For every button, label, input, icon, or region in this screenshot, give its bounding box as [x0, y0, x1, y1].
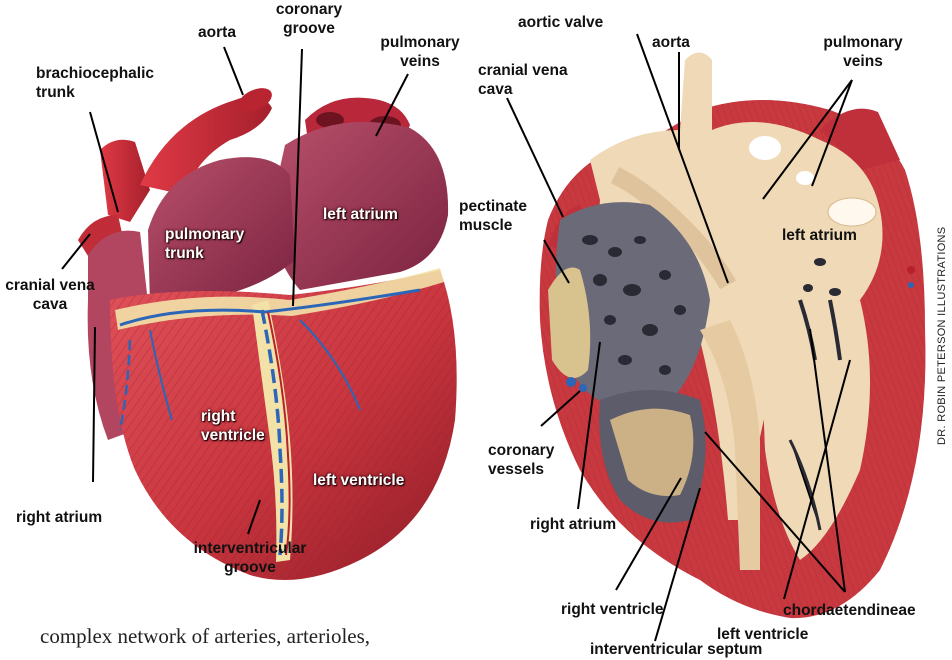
article-body-text: complex network of arteries, arterioles, — [40, 621, 510, 651]
label-pulmonary-veins-left: pulmonary veins — [380, 33, 459, 71]
label-coronary-vessels: coronary vessels — [488, 441, 554, 479]
label-left-ventricle-left: left ventricle — [313, 471, 404, 490]
label-aorta-left: aorta — [198, 23, 236, 42]
external-heart-drawing — [78, 83, 457, 580]
label-pectinate-muscle: pectinate muscle — [459, 197, 527, 235]
illustration-credit: DR. ROBIN PETERSON ILLUSTRATIONS — [936, 227, 948, 445]
label-cranial-vena-cava-left: cranial vena cava — [5, 276, 95, 314]
label-cranial-vena-cava-right: cranial vena cava — [478, 61, 568, 99]
label-interventricular-septum: interventricular septum — [590, 640, 762, 659]
label-pulmonary-trunk: pulmonary trunk — [165, 225, 244, 263]
label-chordaetendineae: chordaetendineae — [783, 601, 916, 620]
label-pulmonary-veins-right: pulmonary veins — [823, 33, 902, 71]
label-right-ventricle-right: right ventricle — [561, 600, 664, 619]
label-aortic-valve: aortic valve — [518, 13, 603, 32]
label-right-ventricle-left: right ventricle — [201, 407, 265, 445]
label-coronary-groove: coronary groove — [276, 0, 342, 38]
label-interventricular-groove: interventricular groove — [194, 539, 307, 577]
label-right-atrium-left: right atrium — [16, 508, 102, 527]
label-left-atrium-left: left atrium — [323, 205, 398, 224]
label-left-atrium-right: left atrium — [782, 226, 857, 245]
label-aorta-right: aorta — [652, 33, 690, 52]
label-brachiocephalic-trunk: brachiocephalic trunk — [36, 64, 154, 102]
label-right-atrium-right: right atrium — [530, 515, 616, 534]
